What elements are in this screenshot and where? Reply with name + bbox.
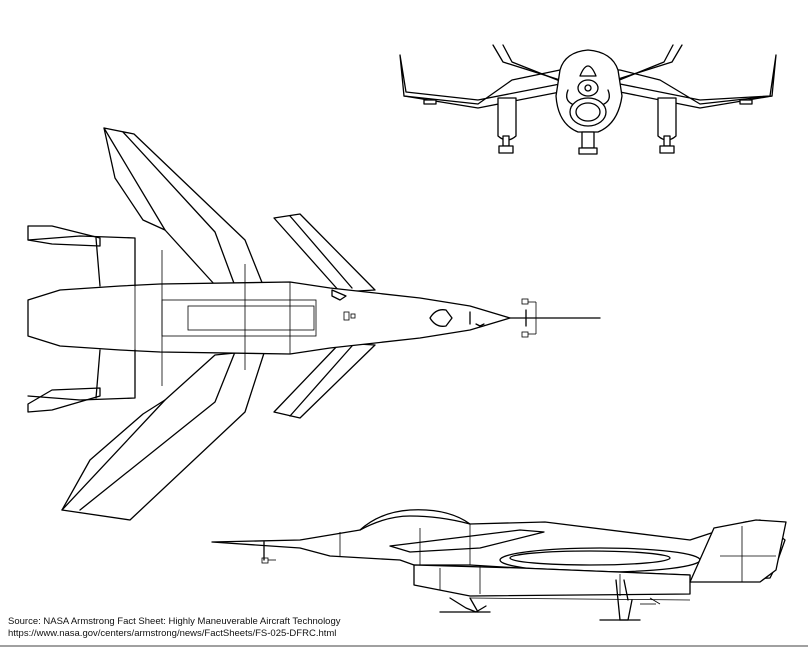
source-caption: Source: NASA Armstrong Fact Sheet: Highl… <box>8 616 341 627</box>
front-view <box>399 44 777 155</box>
top-view <box>27 127 601 521</box>
side-view <box>211 509 787 621</box>
source-url: https://www.nasa.gov/centers/armstrong/n… <box>8 628 337 639</box>
